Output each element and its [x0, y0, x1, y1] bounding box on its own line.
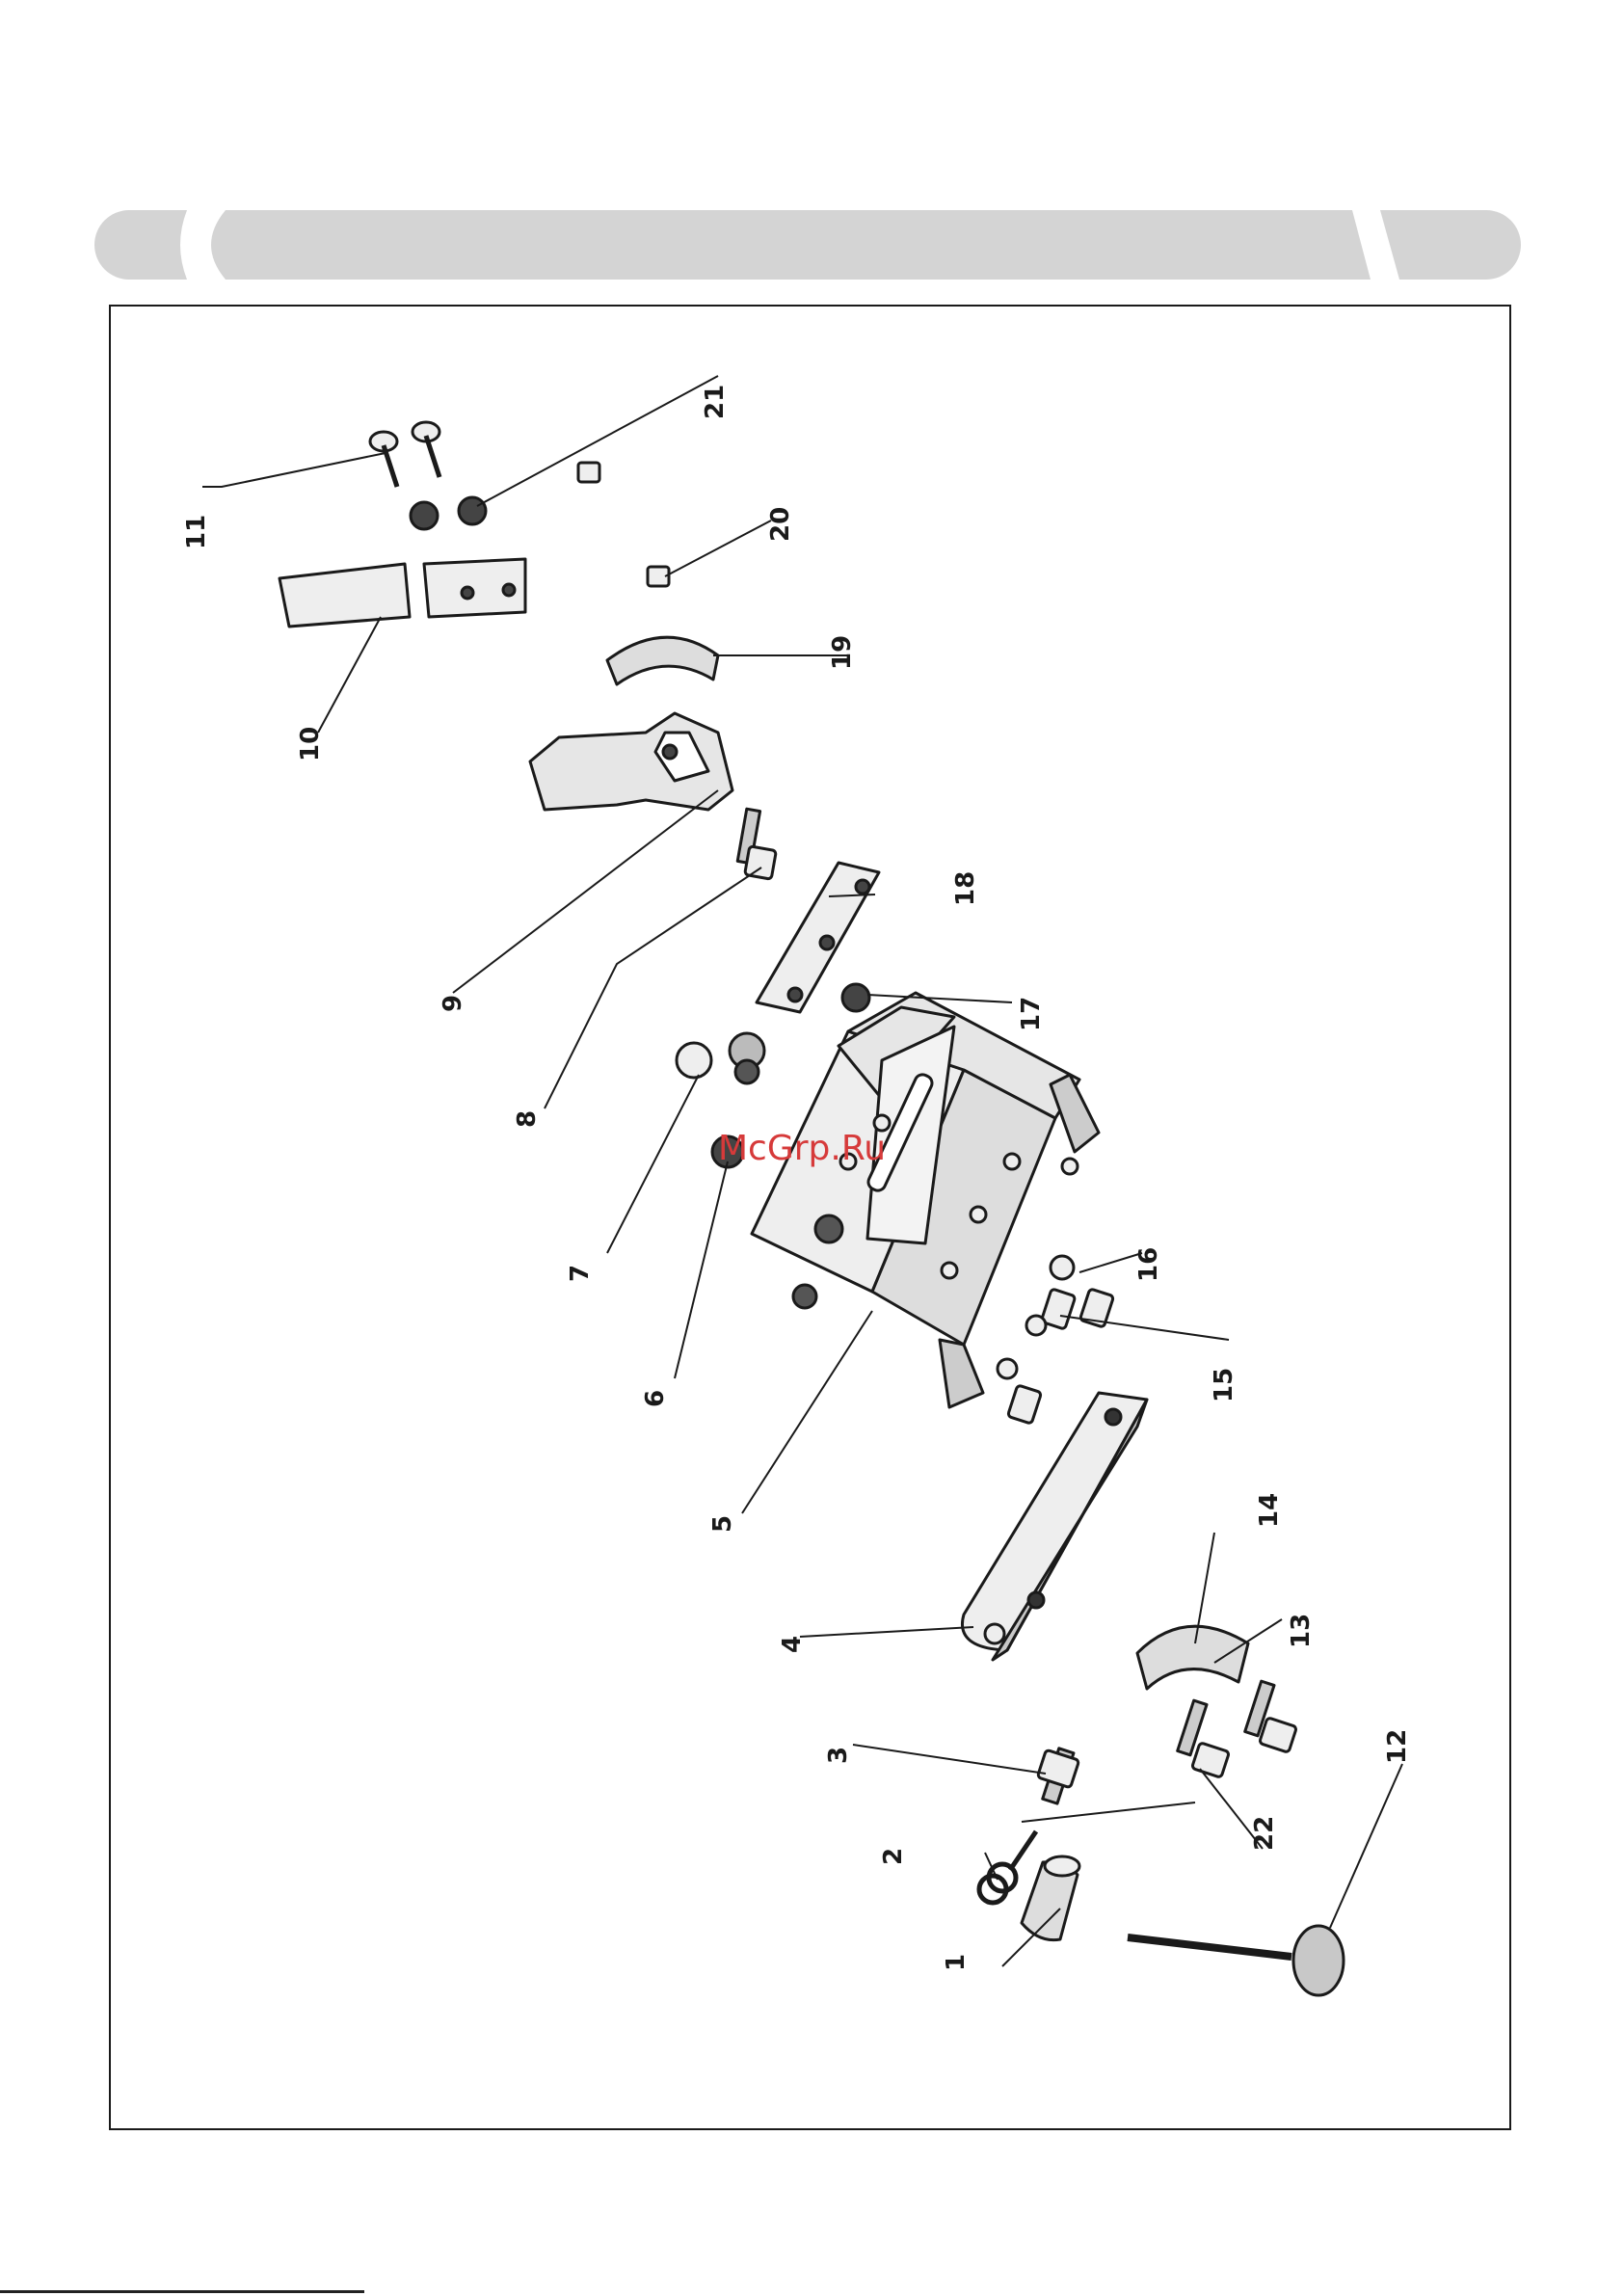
footer-rule [0, 2290, 364, 2293]
part-label-10: 10 [296, 727, 325, 761]
part-label-20: 20 [766, 507, 795, 542]
part-label-1: 1 [942, 1954, 971, 1971]
part-label-22: 22 [1250, 1816, 1279, 1851]
part-21-nuts [411, 497, 486, 529]
part-label-12: 12 [1383, 1729, 1412, 1764]
part-15-bolt [998, 1289, 1076, 1424]
part-label-11: 11 [182, 515, 211, 549]
part-8-bolt [737, 809, 776, 879]
part-12-handle-bolt [1128, 1926, 1344, 1995]
part-17-nut [842, 984, 869, 1011]
part-22-bolt [1178, 1700, 1230, 1777]
part-3-bolt [1037, 1749, 1079, 1803]
part-9-hook-bracket [530, 713, 732, 810]
part-label-18: 18 [951, 871, 980, 906]
part-20-nuts [578, 463, 669, 586]
part-label-7: 7 [566, 1265, 595, 1282]
part-label-17: 17 [1017, 997, 1046, 1031]
part-1-pin [1022, 1856, 1079, 1940]
part-2-spring-clip [979, 1831, 1036, 1903]
part-19-clamp [607, 637, 718, 684]
part-label-2: 2 [879, 1848, 908, 1865]
part-4-flat-bar [962, 1393, 1147, 1660]
part-label-14: 14 [1255, 1493, 1284, 1528]
part-label-8: 8 [513, 1110, 542, 1128]
part-7-nut [677, 1033, 764, 1083]
part-label-3: 3 [824, 1747, 853, 1764]
part-label-16: 16 [1134, 1247, 1163, 1282]
part-label-21: 21 [701, 385, 730, 419]
part-10-square-bars [280, 559, 525, 627]
part-label-19: 19 [828, 635, 857, 670]
watermark: McGrp.Ru [718, 1129, 886, 1168]
part-label-4: 4 [778, 1636, 807, 1653]
part-label-5: 5 [708, 1515, 737, 1533]
part-14-clamp-plate [1137, 1626, 1248, 1689]
part-label-13: 13 [1287, 1614, 1316, 1648]
part-13-bolt [1245, 1681, 1297, 1752]
part-label-9: 9 [439, 995, 467, 1012]
part-label-15: 15 [1210, 1368, 1238, 1402]
part-label-6: 6 [641, 1390, 670, 1407]
